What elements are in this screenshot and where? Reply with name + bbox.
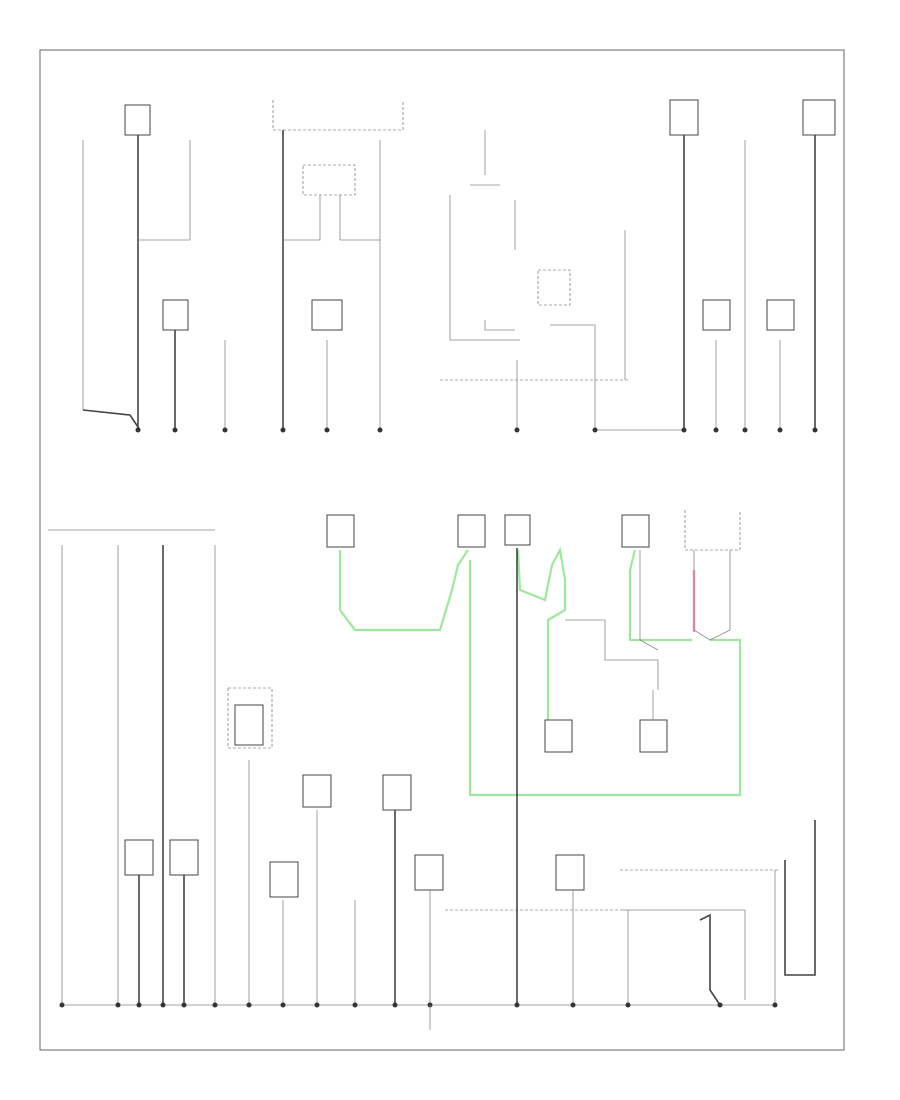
highlighted-wire	[516, 546, 567, 720]
highlighted-wire	[468, 560, 742, 797]
component-box	[234, 704, 264, 746]
highlighted-wire	[338, 549, 469, 632]
component-box	[802, 99, 836, 136]
ground-points-top	[135, 427, 818, 433]
component-box	[639, 719, 668, 753]
switch-box	[302, 164, 356, 196]
module-box	[227, 687, 273, 749]
wire	[699, 913, 721, 1006]
wire	[449, 195, 520, 341]
component-box	[162, 299, 189, 331]
wire	[550, 324, 596, 430]
component-box	[669, 99, 699, 136]
component-box	[621, 514, 650, 548]
component-box	[169, 839, 199, 876]
wire	[565, 619, 659, 690]
lower-section	[48, 529, 816, 1030]
wire	[82, 409, 141, 431]
component-box	[124, 839, 154, 876]
component-box	[555, 854, 585, 891]
component-box	[326, 514, 355, 548]
top-section	[82, 99, 836, 433]
highlighted-wire	[628, 549, 692, 642]
switch-box	[537, 269, 571, 306]
wire	[283, 195, 321, 241]
wire	[339, 195, 380, 241]
component-box	[544, 719, 573, 753]
switch-box	[684, 510, 741, 551]
component-box	[269, 861, 299, 898]
switch-box	[272, 100, 404, 131]
component-box	[504, 514, 531, 546]
component-box	[457, 514, 486, 548]
wire	[693, 550, 731, 641]
component-box	[124, 104, 151, 136]
wire	[784, 820, 816, 976]
component-box	[702, 299, 731, 331]
component-box	[414, 854, 444, 891]
wire	[484, 320, 515, 331]
component-box	[302, 774, 332, 808]
middle-section	[326, 510, 742, 1005]
wire	[639, 550, 659, 651]
component-box	[382, 774, 412, 811]
component-box	[766, 299, 795, 331]
diagram-frame	[39, 49, 845, 1051]
component-box	[311, 299, 343, 331]
ground-points-bottom	[59, 1002, 778, 1008]
